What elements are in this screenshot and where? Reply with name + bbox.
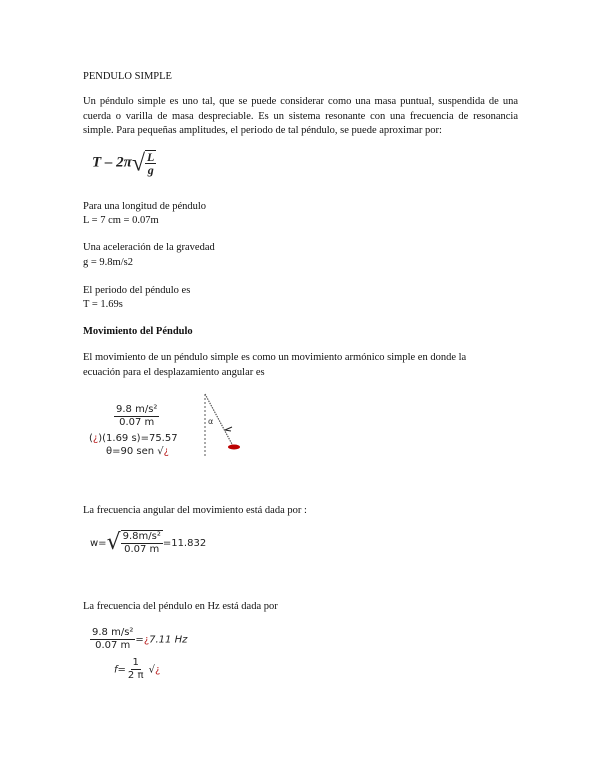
- paren: (: [89, 433, 93, 444]
- formula-lhs: T: [92, 154, 102, 171]
- fraction-num: 9.8 m/s²: [114, 404, 160, 417]
- movement-eq-line3: θ=90 sen √¿: [106, 446, 169, 457]
- length-label: Para una longitud de péndulo: [83, 201, 207, 212]
- document-title: PENDULO SIMPLE: [83, 71, 172, 82]
- gravity-value: g = 9.8m/s2: [83, 257, 133, 268]
- fraction-den: 0.07 m: [119, 417, 155, 428]
- period-label: El periodo del péndulo es: [83, 285, 191, 296]
- formula-den: g: [147, 163, 154, 177]
- fraction-den: 2 π: [127, 670, 144, 681]
- period-value: T = 1.69s: [83, 299, 123, 310]
- gravity-label: Una aceleración de la gravedad: [83, 242, 215, 253]
- hz-result: 7.11 Hz: [149, 634, 188, 646]
- fraction-den: 0.07 m: [124, 544, 160, 555]
- fraction-num: 9.8 m/s²: [90, 627, 136, 640]
- eq: =: [135, 634, 144, 646]
- frequency-paragraph: La frecuencia del péndulo en Hz está dad…: [83, 601, 278, 612]
- fraction-num: 1: [130, 657, 141, 670]
- placeholder-char: ¿: [92, 433, 99, 444]
- angle-label: α: [208, 417, 213, 426]
- placeholder-char: ¿: [163, 446, 169, 457]
- intro-paragraph: Un péndulo simple es uno tal, que se pue…: [83, 96, 518, 136]
- movement-eq-line2: (¿)(1.69 s)=75.57: [89, 433, 178, 444]
- eq-text: θ=90 sen √: [106, 446, 164, 457]
- movement-heading: Movimiento del Péndulo: [83, 326, 193, 337]
- w-lhs: w=: [90, 538, 107, 549]
- formula-eq: –: [104, 154, 113, 171]
- movement-paragraph: El movimiento de un péndulo simple es co…: [83, 352, 467, 378]
- f-lhs: f=: [114, 664, 126, 676]
- angular-paragraph: La frecuencia angular del movimiento est…: [83, 505, 307, 516]
- placeholder-char: ¿: [155, 664, 161, 676]
- fraction-den: 0.07 m: [95, 640, 131, 651]
- fraction-num: 9.8m/s²: [120, 531, 163, 544]
- sqrt: √: [148, 664, 156, 676]
- placeholder-char: ¿: [143, 634, 150, 646]
- length-value: L = 7 cm = 0.07m: [83, 215, 159, 226]
- eq-text: )(1.69 s)=75.57: [98, 433, 178, 444]
- w-result: =11.832: [162, 538, 207, 549]
- formula-num: L: [145, 150, 157, 164]
- formula-coef: 2π: [116, 154, 132, 171]
- pendulum-diagram: α: [204, 393, 240, 458]
